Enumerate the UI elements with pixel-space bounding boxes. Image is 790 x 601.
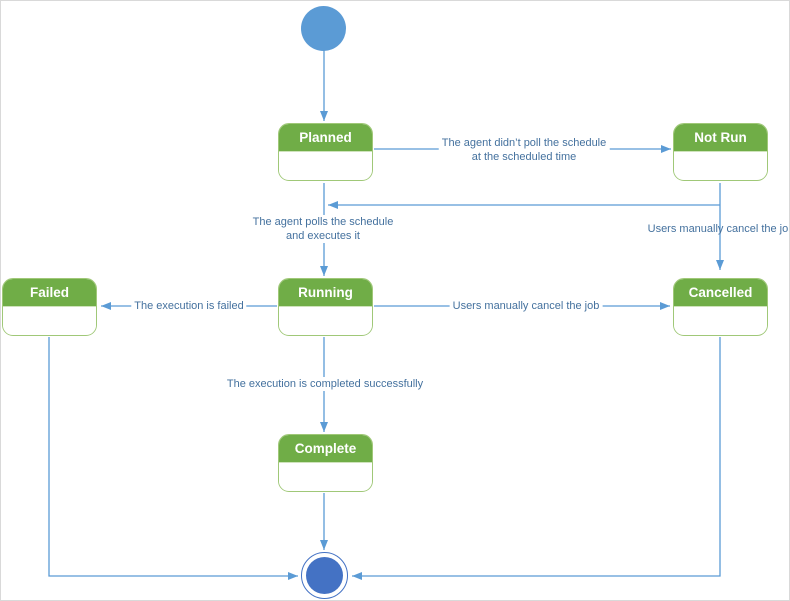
state-running-header: Running	[279, 279, 372, 307]
start-node[interactable]	[301, 6, 346, 51]
state-cancelled-header: Cancelled	[674, 279, 767, 307]
edge-cancelled-to-end	[352, 337, 721, 580]
state-not-run[interactable]: Not Run	[673, 123, 768, 181]
state-failed-header: Failed	[3, 279, 96, 307]
state-running[interactable]: Running	[278, 278, 373, 336]
edge-label-line: The agent didn’t poll the schedule	[441, 137, 607, 149]
edge-label-running-to-cancelled: Users manually cancel the job	[449, 299, 603, 313]
state-not-run-label: Not Run	[694, 130, 747, 145]
state-running-label: Running	[298, 285, 353, 300]
edge-label-line: at the scheduled time	[471, 151, 577, 163]
edge-label-running-to-failed: The execution is failed	[131, 299, 247, 313]
state-planned-body	[279, 152, 372, 179]
edge-label-line: and executes it	[286, 230, 360, 242]
state-cancelled-label: Cancelled	[688, 285, 753, 300]
state-complete[interactable]: Complete	[278, 434, 373, 492]
state-planned-label: Planned	[299, 130, 352, 145]
state-complete-header: Complete	[279, 435, 372, 463]
state-planned[interactable]: Planned	[278, 123, 373, 181]
edge-label-planned-to-not-run: The agent didn’t poll the schedule at th…	[438, 136, 610, 164]
state-complete-label: Complete	[294, 441, 357, 456]
state-not-run-header: Not Run	[674, 124, 767, 152]
state-planned-header: Planned	[279, 124, 372, 152]
state-running-body	[279, 307, 372, 334]
state-failed-label: Failed	[29, 285, 69, 300]
edge-label-planned-to-running: The agent polls the schedule and execute…	[249, 215, 397, 243]
state-cancelled[interactable]: Cancelled	[673, 278, 768, 336]
edge-label-not-run-to-cancelled: Users manually cancel the job	[647, 223, 790, 235]
end-node-inner-circle	[306, 557, 343, 594]
state-cancelled-body	[674, 307, 767, 334]
state-complete-body	[279, 463, 372, 490]
state-failed-body	[3, 307, 96, 334]
edge-label-line: The agent polls the schedule	[252, 216, 394, 228]
end-node[interactable]	[301, 552, 348, 599]
edge-label-running-to-complete: The execution is completed successfully	[223, 377, 427, 391]
edge-failed-to-end	[48, 337, 298, 580]
state-not-run-body	[674, 152, 767, 179]
state-failed[interactable]: Failed	[2, 278, 97, 336]
